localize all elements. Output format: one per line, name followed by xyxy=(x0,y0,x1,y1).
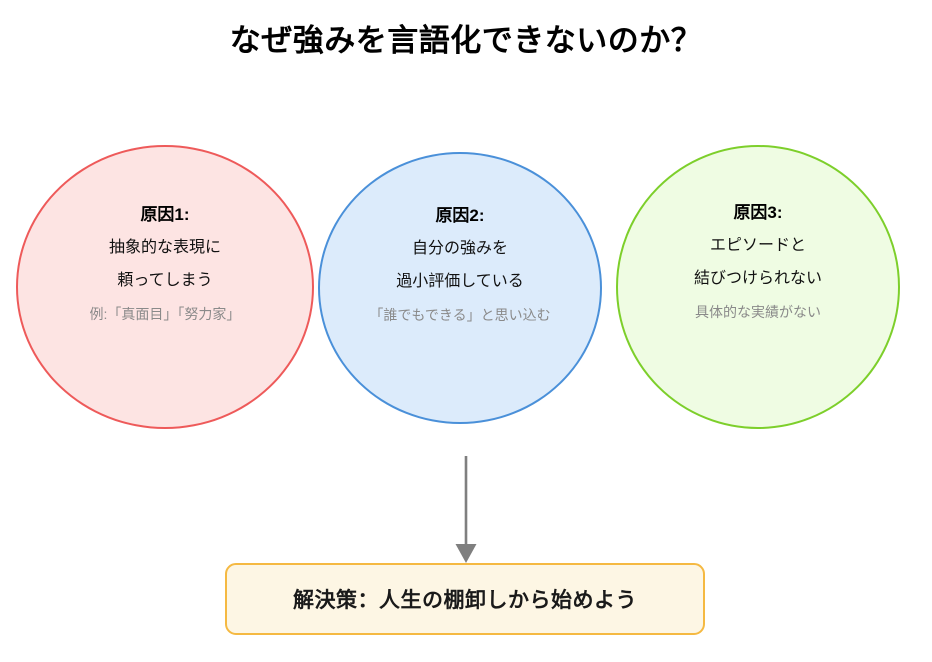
cause-circle-3: 原因3: エピソードと 結びつけられない 具体的な実績がない xyxy=(616,145,900,429)
cause-circle-3-heading: 原因3: xyxy=(733,203,783,222)
cause-circle-2-line-1: 自分の強みを xyxy=(411,239,508,257)
cause-circle-1-line-2: 頼ってしまう xyxy=(117,272,213,290)
solution-box: 解決策：人生の棚卸しから始めよう xyxy=(225,563,705,635)
cause-circle-1-content: 原因1: 抽象的な表現に 頼ってしまう 例:「真面目」「努力家」 xyxy=(18,147,312,323)
cause-circle-3-content: 原因3: エピソードと 結びつけられない 具体的な実績がない xyxy=(618,147,898,321)
cause-circle-1: 原因1: 抽象的な表現に 頼ってしまう 例:「真面目」「努力家」 xyxy=(16,145,314,429)
cause-circle-2-content: 原因2: 自分の強みを 過小評価している 「誰でもできる」と思い込む xyxy=(320,154,600,324)
cause-circle-2-line-2: 過小評価している xyxy=(396,273,524,291)
cause-circle-3-line-1: エピソードと xyxy=(709,236,806,254)
cause-circle-2: 原因2: 自分の強みを 過小評価している 「誰でもできる」と思い込む xyxy=(318,152,602,424)
page-title: なぜ強みを言語化できないのか？ xyxy=(229,23,703,58)
cause-circle-1-heading: 原因1: xyxy=(140,205,190,224)
solution-label: 解決策：人生の棚卸しから始めよう xyxy=(293,589,637,612)
cause-circle-1-note: 例:「真面目」「努力家」 xyxy=(89,306,241,323)
down-arrow-icon xyxy=(455,456,477,563)
cause-circle-2-note: 「誰でもできる」と思い込む xyxy=(369,307,551,324)
cause-circle-3-note: 具体的な実績がない xyxy=(695,304,821,321)
cause-circle-2-heading: 原因2: xyxy=(435,206,485,225)
cause-circle-3-line-2: 結びつけられない xyxy=(693,270,822,288)
cause-circle-1-line-1: 抽象的な表現に xyxy=(108,238,221,256)
